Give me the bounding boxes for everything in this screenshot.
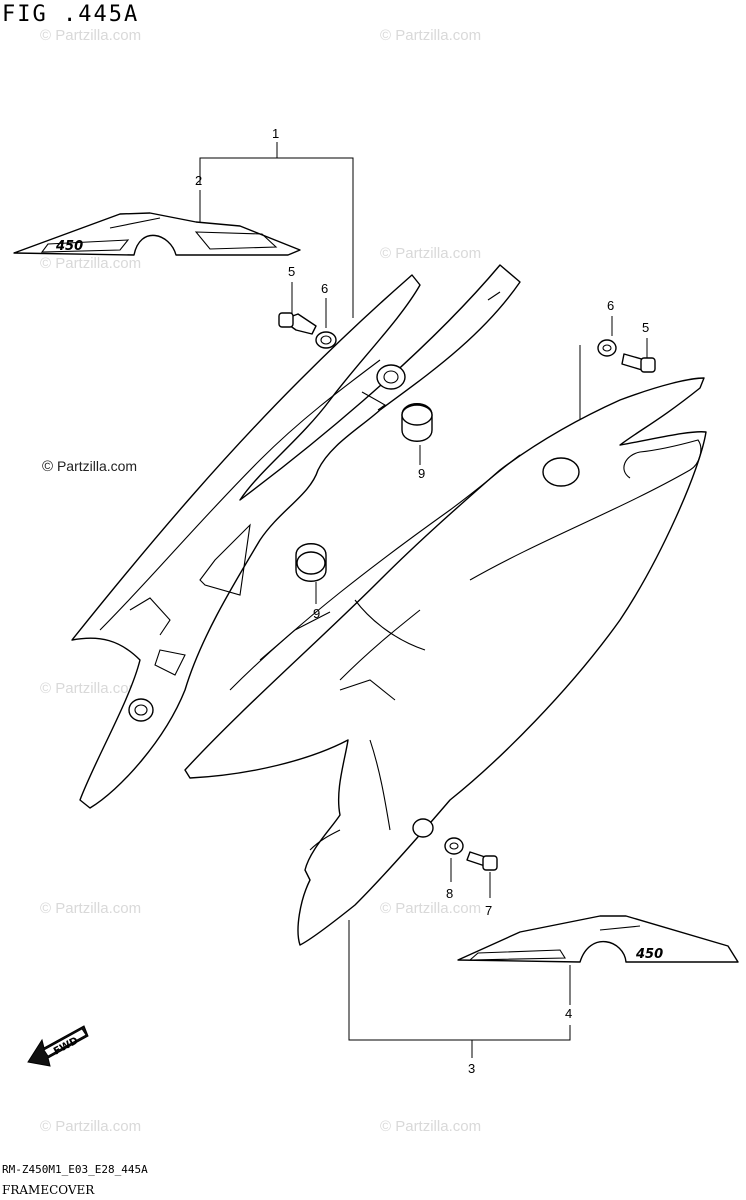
washer-6-upper (315, 331, 337, 349)
copyright-symbol: © (42, 458, 54, 475)
leader-line-3 (348, 920, 571, 1041)
callout-9b: 9 (313, 606, 320, 621)
callout-9a: 9 (418, 466, 425, 481)
copyright-notice: © Partzilla.com (42, 458, 137, 475)
reference-code: RM-Z450M1_E03_E28_445A (2, 1163, 148, 1176)
grommet-9-upper (401, 403, 433, 442)
figure-title: FIG .445A (2, 2, 140, 27)
watermark: © Partzilla.com (380, 27, 482, 44)
section-name: FRAMECOVER (2, 1183, 95, 1197)
watermark: © Partzilla.com (380, 1118, 482, 1135)
callout-3: 3 (468, 1061, 475, 1076)
callout-4: 4 (565, 1006, 572, 1021)
decal-left-text: 450 (55, 239, 83, 254)
decal-right-text: 450 (635, 947, 663, 962)
callout-5a: 5 (288, 264, 295, 279)
watermark: © Partzilla.com (380, 245, 482, 262)
watermark: © Partzilla.com (40, 27, 142, 44)
callout-2: 2 (195, 173, 202, 188)
callout-5b: 5 (642, 320, 649, 335)
bolt-7 (466, 851, 498, 871)
watermark: © Partzilla.com (380, 900, 482, 917)
callout-7: 7 (485, 903, 492, 918)
decal-left-cover: 450 (13, 212, 301, 256)
bolt-5-right (621, 353, 656, 373)
washer-8 (444, 837, 464, 855)
decal-right-cover: 450 (457, 915, 739, 963)
bolt-5-upper (278, 312, 317, 335)
copyright-text: Partzilla.com (56, 458, 138, 474)
forward-arrow-icon: FWD (27, 1025, 89, 1067)
watermark: © Partzilla.com (40, 255, 142, 272)
callout-8: 8 (446, 886, 453, 901)
watermark: © Partzilla.com (40, 900, 142, 917)
watermark: © Partzilla.com (40, 680, 142, 697)
callout-6a: 6 (321, 281, 328, 296)
washer-6-right (597, 339, 617, 357)
watermark: © Partzilla.com (40, 1118, 142, 1135)
grommet-9-lower (295, 543, 327, 582)
frame-cover-left (71, 264, 521, 809)
frame-cover-right (184, 377, 707, 946)
callout-6b: 6 (607, 298, 614, 313)
callout-1: 1 (272, 126, 279, 141)
